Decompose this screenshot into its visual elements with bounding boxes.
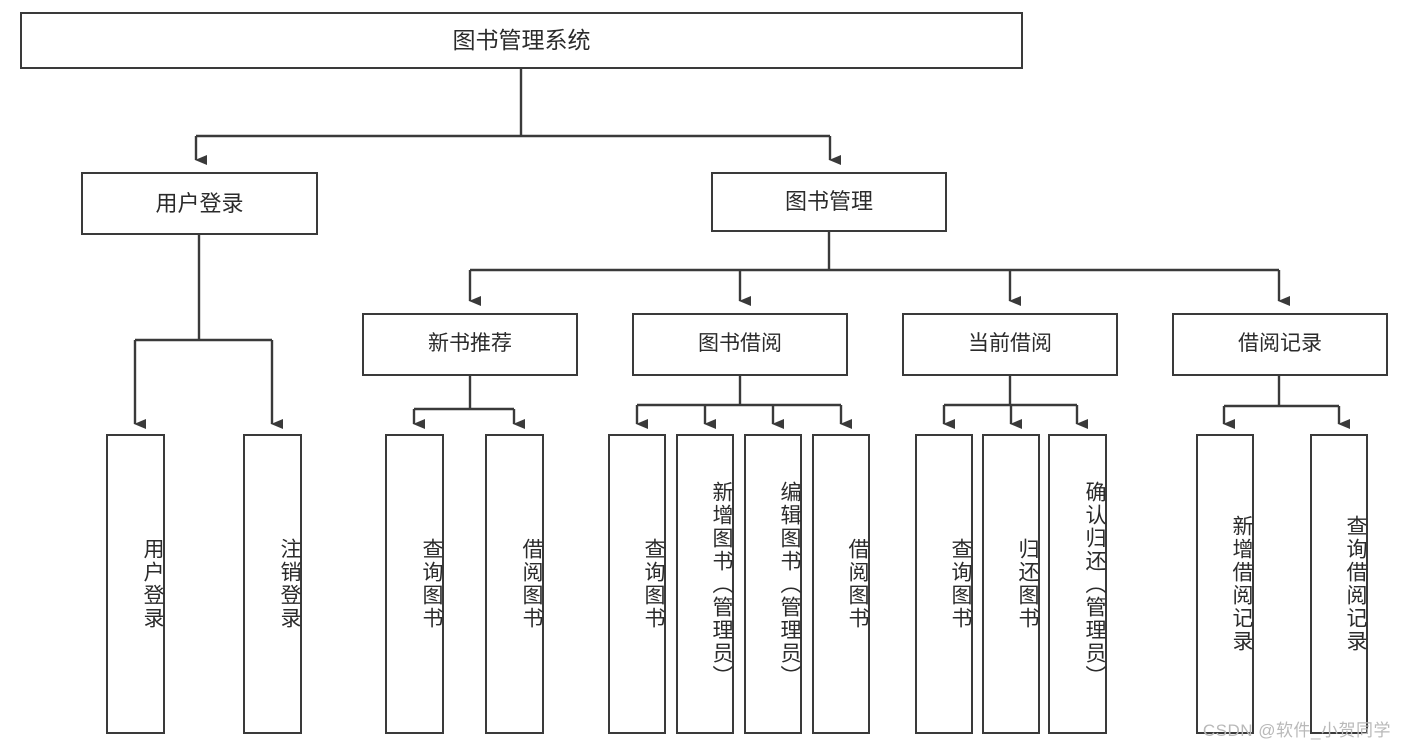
- leaf-query-book-1[interactable]: 查询图书: [385, 434, 444, 734]
- leaf-borrow-book-2-label: 借阅图书: [846, 538, 869, 630]
- node-new-book-rec-label: 新书推荐: [428, 332, 512, 356]
- leaf-query-book-3[interactable]: 查询图书: [915, 434, 973, 734]
- leaf-return-book-label: 归还图书: [1016, 538, 1039, 630]
- leaf-query-record[interactable]: 查询借阅记录: [1310, 434, 1368, 734]
- leaf-edit-book-label: 编辑图书（管理员）: [778, 480, 801, 688]
- node-borrow-record[interactable]: 借阅记录: [1172, 313, 1388, 376]
- leaf-confirm-return[interactable]: 确认归还（管理员）: [1048, 434, 1107, 734]
- node-user-login[interactable]: 用户登录: [81, 172, 318, 235]
- leaf-add-record-label: 新增借阅记录: [1230, 515, 1253, 653]
- node-borrow-record-label: 借阅记录: [1238, 332, 1322, 356]
- leaf-query-book-3-label: 查询图书: [949, 538, 972, 630]
- leaf-return-book[interactable]: 归还图书: [982, 434, 1040, 734]
- leaf-query-book-2[interactable]: 查询图书: [608, 434, 666, 734]
- leaf-borrow-book-2[interactable]: 借阅图书: [812, 434, 870, 734]
- leaf-logout-label: 注销登录: [278, 538, 301, 630]
- node-user-login-label: 用户登录: [155, 190, 244, 216]
- node-book-borrow-label: 图书借阅: [698, 332, 782, 356]
- leaf-user-login-label: 用户登录: [141, 538, 164, 630]
- node-root-label: 图书管理系统: [452, 27, 591, 54]
- leaf-logout[interactable]: 注销登录: [243, 434, 302, 734]
- leaf-user-login[interactable]: 用户登录: [106, 434, 165, 734]
- leaf-borrow-book-1[interactable]: 借阅图书: [485, 434, 544, 734]
- node-book-manage-label: 图书管理: [784, 189, 873, 215]
- leaf-query-book-2-label: 查询图书: [642, 538, 665, 630]
- leaf-edit-book[interactable]: 编辑图书（管理员）: [744, 434, 802, 734]
- node-root[interactable]: 图书管理系统: [20, 12, 1023, 69]
- leaf-confirm-return-label: 确认归还（管理员）: [1083, 480, 1106, 688]
- leaf-query-record-label: 查询借阅记录: [1344, 515, 1367, 653]
- leaf-add-book[interactable]: 新增图书（管理员）: [676, 434, 734, 734]
- leaf-borrow-book-1-label: 借阅图书: [520, 538, 543, 630]
- node-current-borrow[interactable]: 当前借阅: [902, 313, 1118, 376]
- node-book-manage[interactable]: 图书管理: [711, 172, 947, 232]
- leaf-add-record[interactable]: 新增借阅记录: [1196, 434, 1254, 734]
- leaf-add-book-label: 新增图书（管理员）: [710, 480, 733, 688]
- node-current-borrow-label: 当前借阅: [968, 332, 1052, 356]
- csdn-watermark: CSDN @软件_小贺同学: [1202, 721, 1391, 740]
- leaf-query-book-1-label: 查询图书: [420, 538, 443, 630]
- node-new-book-rec[interactable]: 新书推荐: [362, 313, 578, 376]
- node-book-borrow[interactable]: 图书借阅: [632, 313, 848, 376]
